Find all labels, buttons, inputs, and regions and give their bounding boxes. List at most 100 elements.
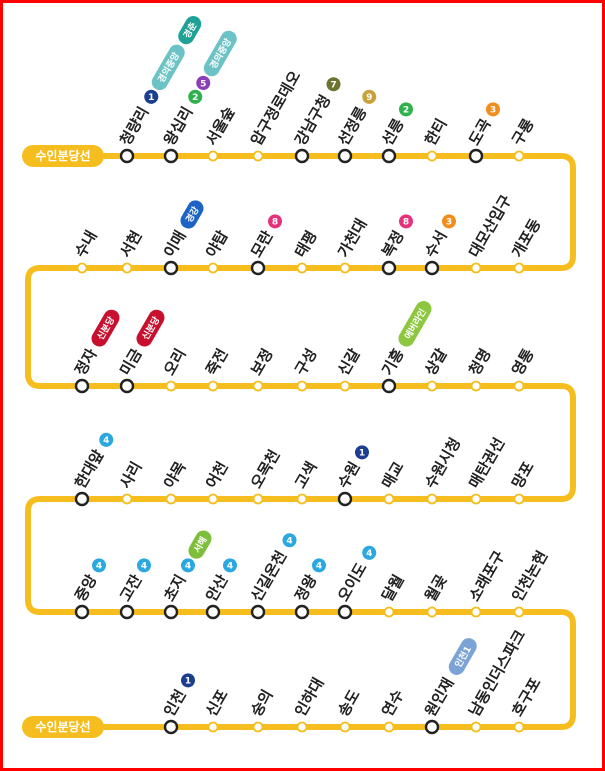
station-marker[interactable]: [252, 493, 264, 505]
station-marker[interactable]: [470, 606, 482, 618]
station[interactable]: 수원시청: [421, 435, 464, 505]
line-number-badge: 4: [223, 558, 237, 573]
station-marker[interactable]: [296, 721, 308, 733]
transfer-station-marker[interactable]: [381, 148, 397, 164]
station-marker[interactable]: [296, 262, 308, 274]
station-marker[interactable]: [339, 262, 351, 274]
station-marker[interactable]: [207, 380, 219, 392]
station[interactable]: 대모산입구: [465, 192, 515, 274]
station-marker[interactable]: [296, 493, 308, 505]
transfer-station-marker[interactable]: [337, 491, 353, 507]
station[interactable]: 인천논현: [508, 548, 551, 618]
station[interactable]: 수원1: [334, 442, 373, 507]
station-marker[interactable]: [513, 493, 525, 505]
station[interactable]: 가천대: [334, 216, 370, 274]
station-marker[interactable]: [165, 493, 177, 505]
station[interactable]: 압구정로데오: [247, 68, 304, 162]
transfer-station-marker[interactable]: [250, 604, 266, 620]
station[interactable]: 호구포: [508, 674, 545, 733]
station-marker[interactable]: [513, 721, 525, 733]
transfer-station-marker[interactable]: [74, 378, 90, 394]
station-marker[interactable]: [121, 262, 133, 274]
station-marker[interactable]: [296, 380, 308, 392]
station-marker[interactable]: [426, 150, 438, 162]
station[interactable]: 고잔4: [116, 555, 155, 620]
station-marker[interactable]: [165, 380, 177, 392]
transfer-station-marker[interactable]: [74, 491, 90, 507]
station-marker[interactable]: [252, 721, 264, 733]
transfer-station-marker[interactable]: [468, 148, 484, 164]
station-marker[interactable]: [76, 262, 88, 274]
station-marker[interactable]: [207, 262, 219, 274]
transfer-station-marker[interactable]: [294, 148, 310, 164]
station-marker[interactable]: [470, 380, 482, 392]
transfer-station-marker[interactable]: [337, 604, 353, 620]
station-marker[interactable]: [383, 606, 395, 618]
station-marker[interactable]: [470, 493, 482, 505]
transfer-station-marker[interactable]: [337, 148, 353, 164]
station-marker[interactable]: [207, 721, 219, 733]
transfer-station-marker[interactable]: [119, 378, 135, 394]
station-label-group: 수원1: [334, 445, 369, 492]
transfer-station-marker[interactable]: [119, 148, 135, 164]
station-marker[interactable]: [383, 721, 395, 733]
station-marker[interactable]: [426, 606, 438, 618]
station[interactable]: 서울숲: [202, 103, 239, 162]
station[interactable]: 인천1: [160, 670, 199, 735]
transfer-station-marker[interactable]: [163, 260, 179, 276]
station-marker[interactable]: [339, 380, 351, 392]
station-marker[interactable]: [252, 380, 264, 392]
transfer-station-marker[interactable]: [250, 260, 266, 276]
transfer-station-marker[interactable]: [163, 719, 179, 735]
station[interactable]: 소래포구: [465, 548, 508, 618]
station[interactable]: 오목천: [247, 447, 283, 505]
station[interactable]: 선릉2: [378, 99, 417, 164]
station-marker[interactable]: [470, 262, 482, 274]
transfer-station-marker[interactable]: [74, 604, 90, 620]
station[interactable]: 인하대: [291, 675, 327, 733]
station-marker[interactable]: [207, 150, 219, 162]
station-marker[interactable]: [513, 380, 525, 392]
transfer-station-marker[interactable]: [163, 604, 179, 620]
station-marker[interactable]: [339, 721, 351, 733]
station-label-group: 고색: [291, 459, 320, 492]
station-marker[interactable]: [383, 493, 395, 505]
station[interactable]: 정왕4: [291, 555, 330, 620]
station[interactable]: 안산4: [202, 555, 241, 620]
station[interactable]: 중앙4: [71, 555, 110, 620]
station-marker[interactable]: [426, 380, 438, 392]
station-marker[interactable]: [470, 721, 482, 733]
station[interactable]: 매탄권선: [465, 435, 508, 505]
station[interactable]: 수서3: [421, 211, 460, 276]
station[interactable]: 개포동: [508, 215, 545, 274]
station-marker[interactable]: [426, 493, 438, 505]
station-marker[interactable]: [121, 493, 133, 505]
station-marker[interactable]: [252, 150, 264, 162]
station-marker[interactable]: [207, 493, 219, 505]
transfer-station-marker[interactable]: [163, 148, 179, 164]
transfer-station-marker[interactable]: [381, 260, 397, 276]
station[interactable]: 도곡3: [465, 99, 504, 164]
station[interactable]: 모란8: [247, 211, 286, 276]
station-marker[interactable]: [513, 262, 525, 274]
transfer-station-marker[interactable]: [424, 719, 440, 735]
station[interactable]: 복정8: [378, 211, 417, 276]
transfer-station-marker[interactable]: [205, 604, 221, 620]
station-marker[interactable]: [513, 606, 525, 618]
transfer-station-marker[interactable]: [294, 604, 310, 620]
transfer-station-marker[interactable]: [424, 260, 440, 276]
station-marker[interactable]: [513, 150, 525, 162]
transfer-station-marker[interactable]: [381, 378, 397, 394]
transfer-station-marker[interactable]: [119, 604, 135, 620]
